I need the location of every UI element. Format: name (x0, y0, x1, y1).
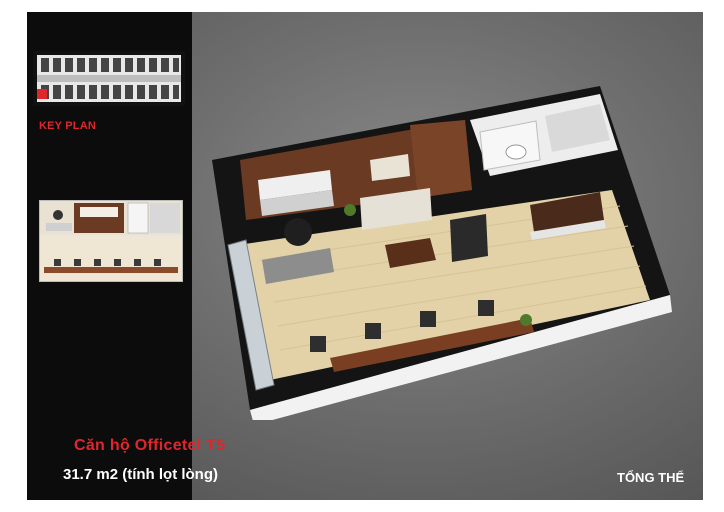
key-plan-label: KEY PLAN (39, 120, 97, 132)
floor-plan-thumbnail (39, 200, 183, 282)
apartment-area: 31.7 m2 (tính lọt lòng) (63, 466, 219, 483)
apartment-3d-render (212, 86, 672, 420)
apartment-title: Căn hộ Officetel T5 (74, 437, 226, 454)
view-label: TỔNG THỂ (617, 470, 685, 485)
key-plan-image (33, 51, 185, 106)
